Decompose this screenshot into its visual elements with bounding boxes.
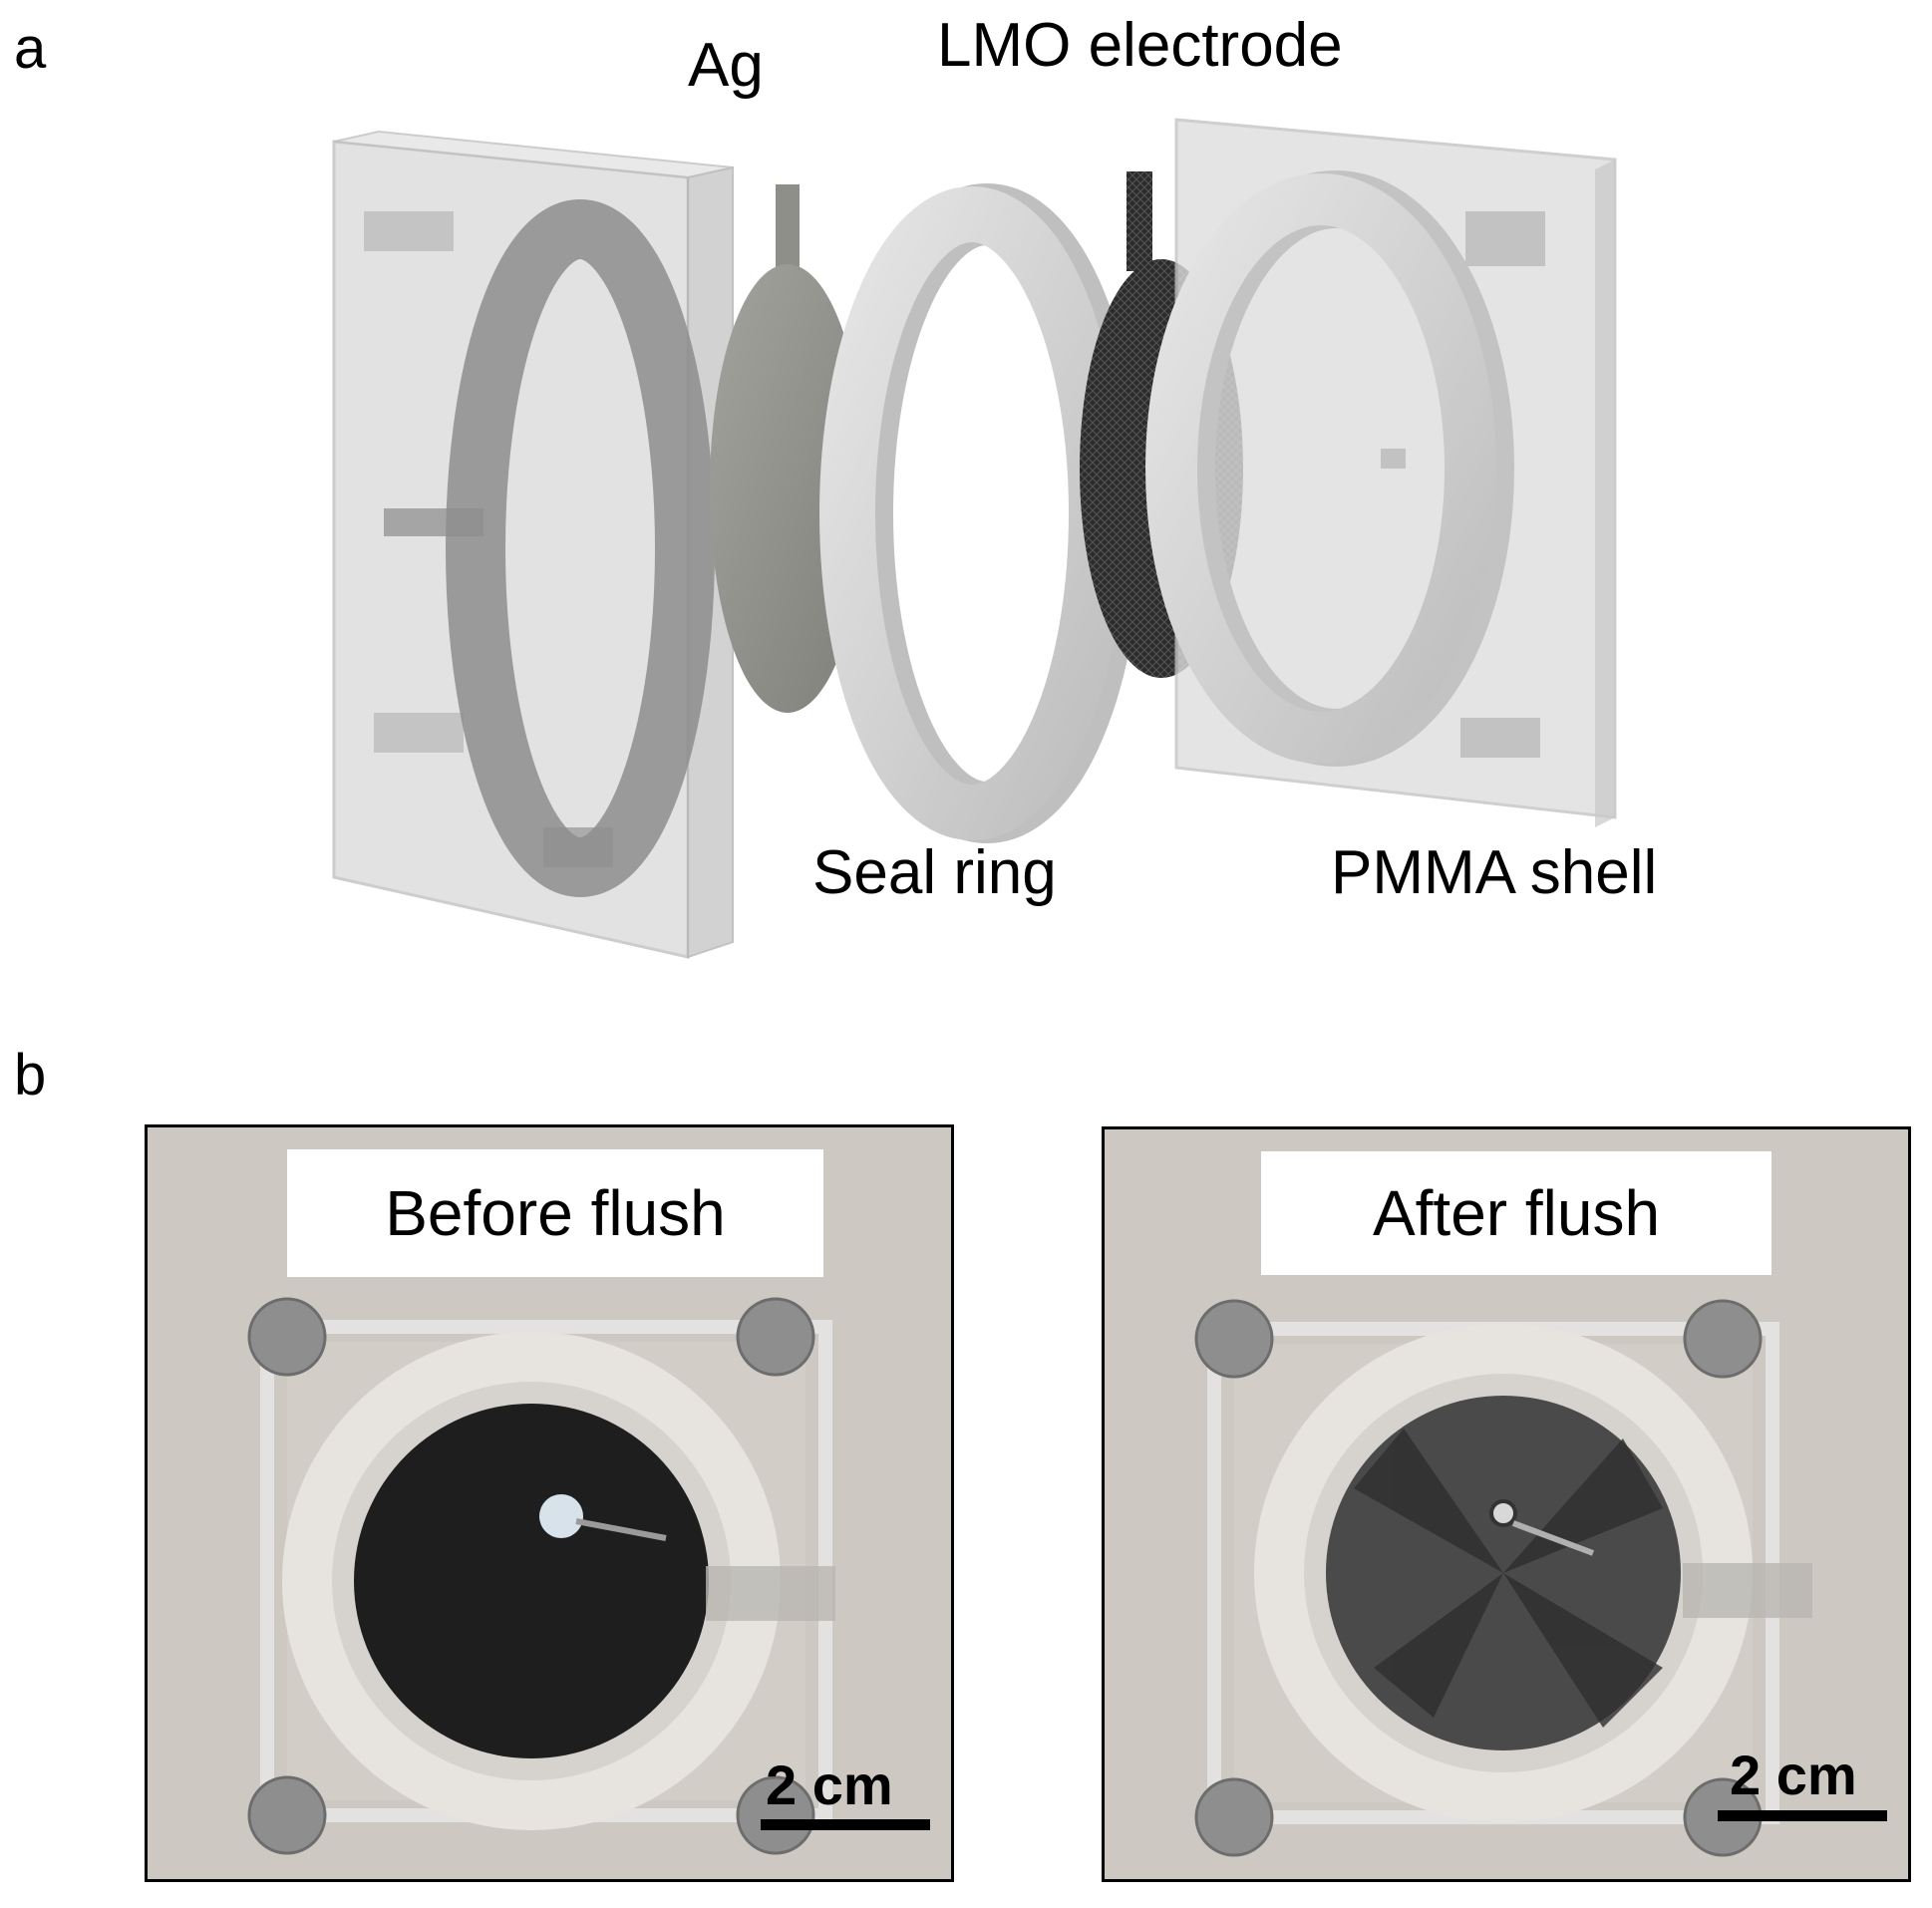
ag-label: Ag	[688, 31, 764, 100]
after-flush-scale-bar	[1718, 1810, 1887, 1821]
right-pmma-shell	[1174, 118, 1617, 827]
pmma-shell-label: PMMA shell	[1331, 838, 1658, 907]
before-flush-illustration	[148, 1127, 951, 1879]
after-flush-scale-text: 2 cm	[1730, 1744, 1857, 1806]
right-seal-ring	[1145, 170, 1514, 767]
after-flush-tag: After flush	[1261, 1151, 1771, 1275]
middle-seal-ring	[819, 183, 1142, 843]
before-flush-tag: Before flush	[287, 1149, 823, 1277]
lmo-electrode-label: LMO electrode	[937, 11, 1343, 80]
before-flush-scale-text: 2 cm	[766, 1753, 893, 1816]
photo-after-flush: After flush 2 cm	[1102, 1126, 1911, 1882]
seal-ring-label: Seal ring	[812, 838, 1057, 907]
left-pmma-shell	[332, 130, 734, 959]
after-flush-illustration	[1105, 1129, 1908, 1879]
before-flush-scale-bar	[761, 1819, 930, 1830]
exploded-cell-diagram	[332, 118, 1617, 959]
panel-a-letter: a	[14, 16, 47, 81]
panel-b-letter: b	[14, 1043, 47, 1108]
photo-before-flush: Before flush 2 cm	[145, 1124, 954, 1882]
left-seal-ring	[446, 199, 715, 897]
